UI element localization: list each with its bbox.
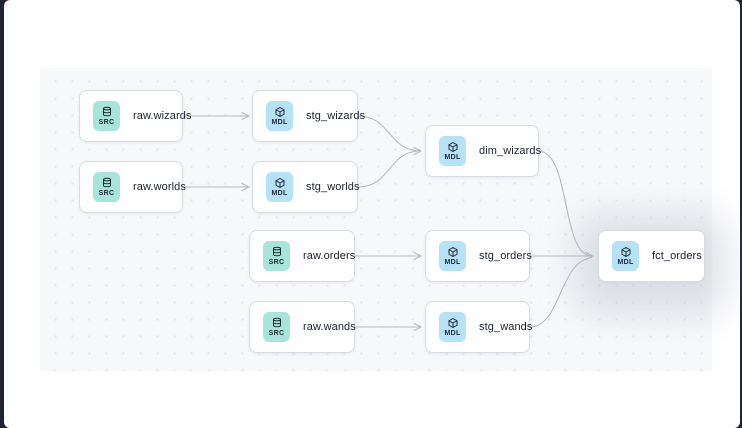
database-icon (101, 177, 113, 189)
source-type-badge: SRC (263, 241, 290, 271)
edge-stg_wands-to-fct_orders (529, 256, 593, 328)
badge-label: SRC (98, 118, 115, 126)
node-stg_wands[interactable]: MDL stg_wands (425, 301, 533, 353)
edge-layer (183, 111, 594, 332)
model-type-badge: MDL (439, 241, 466, 271)
node-stg_worlds[interactable]: MDL stg_worlds (252, 161, 360, 213)
cube-icon (447, 246, 459, 258)
edge-dim_wizards-to-fct_orders (538, 150, 593, 257)
source-type-badge: SRC (263, 312, 290, 342)
node-label: stg_orders (479, 250, 532, 262)
node-label: fct_orders (652, 250, 702, 262)
model-type-badge: MDL (439, 136, 466, 166)
cube-icon (447, 141, 459, 153)
node-label: stg_wands (479, 321, 533, 333)
cube-icon (447, 317, 459, 329)
badge-label: MDL (271, 189, 288, 197)
model-type-badge: MDL (266, 101, 293, 131)
node-raw_wizards[interactable]: SRC raw.wizards (79, 90, 191, 142)
database-icon (271, 246, 283, 258)
node-stg_orders[interactable]: MDL stg_orders (425, 230, 532, 282)
node-fct_orders[interactable]: MDL fct_orders (598, 230, 705, 282)
database-icon (271, 317, 283, 329)
node-stg_wizards[interactable]: MDL stg_wizards (252, 90, 365, 142)
cube-icon (620, 246, 632, 258)
node-label: dim_wizards (479, 145, 542, 157)
badge-label: MDL (444, 329, 461, 337)
node-label: raw.wizards (133, 110, 192, 122)
node-label: raw.orders (303, 250, 356, 262)
node-label: raw.wands (303, 321, 356, 333)
node-raw_worlds[interactable]: SRC raw.worlds (79, 161, 186, 213)
cube-icon (274, 106, 286, 118)
model-type-badge: MDL (612, 241, 639, 271)
badge-label: SRC (268, 258, 285, 266)
badge-label: MDL (444, 153, 461, 161)
edge-stg_worlds-to-dim_wizards (357, 150, 421, 188)
database-icon (101, 106, 113, 118)
node-raw_orders[interactable]: SRC raw.orders (249, 230, 355, 282)
source-type-badge: SRC (93, 101, 120, 131)
badge-label: SRC (98, 189, 115, 197)
node-label: raw.worlds (133, 181, 186, 193)
node-dim_wizards[interactable]: MDL dim_wizards (425, 125, 542, 177)
cube-icon (274, 177, 286, 189)
badge-label: MDL (271, 118, 288, 126)
source-type-badge: SRC (93, 172, 120, 202)
edge-stg_wizards-to-dim_wizards (357, 115, 422, 156)
model-type-badge: MDL (439, 312, 466, 342)
badge-label: SRC (268, 329, 285, 337)
badge-label: MDL (617, 258, 634, 266)
node-label: stg_worlds (306, 181, 360, 193)
badge-label: MDL (444, 258, 461, 266)
model-type-badge: MDL (266, 172, 293, 202)
node-label: stg_wizards (306, 110, 366, 122)
node-raw_wands[interactable]: SRC raw.wands (249, 301, 356, 353)
